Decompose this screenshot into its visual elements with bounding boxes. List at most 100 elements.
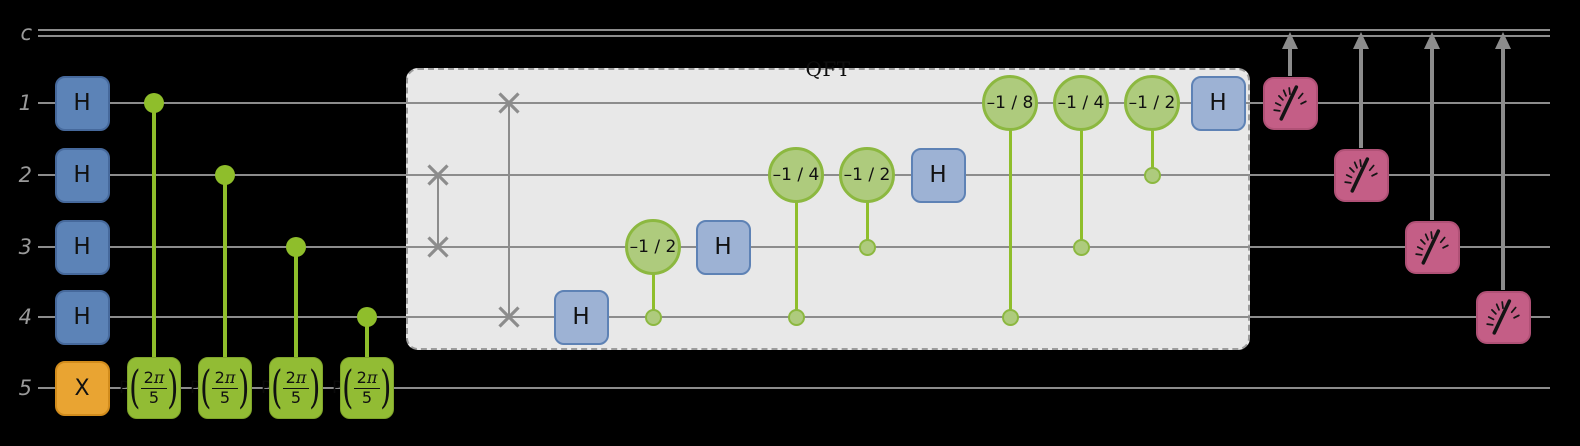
measure-line-3 (1501, 46, 1505, 290)
measure-gate-q2 (1333, 148, 1389, 202)
h-gate-qft-q1: H (1190, 75, 1246, 131)
cphase-circle-0: –1 / 2 (625, 219, 681, 275)
fraction-denominator: 5 (361, 387, 373, 407)
cphase-circle-4: –1 / 4 (1053, 75, 1109, 131)
cphase-control-dot-4 (1072, 238, 1090, 256)
cphase-stem-2 (865, 201, 869, 247)
swap-x-icon-1-1 (496, 304, 522, 330)
cphase-circle-5: –1 / 2 (1124, 75, 1180, 131)
fraction-denominator: 5 (219, 387, 231, 407)
cphase-stem-3 (1008, 129, 1012, 317)
qft-box (406, 68, 1250, 350)
cphase-control-dot-3 (1001, 308, 1019, 326)
pi-symbol: π (295, 367, 307, 387)
fraction-numerator: 2π (282, 367, 310, 389)
measure-line-2 (1430, 46, 1434, 220)
measure-arrow-1 (1353, 32, 1369, 49)
left-paren: ( (271, 362, 283, 414)
qubit-label-5: 5 (18, 376, 32, 400)
h-gate-q3: H (54, 219, 110, 275)
h-gate-q1: H (54, 75, 110, 131)
swap-x-icon-0-0 (425, 162, 451, 188)
cp-stem-1 (223, 175, 227, 388)
measure-arrow-2 (1424, 32, 1440, 49)
cphase-control-dot-0 (644, 308, 662, 326)
fraction-denominator: 5 (148, 387, 160, 407)
cp-control-dot-0 (144, 93, 164, 113)
cp-stem-2 (294, 247, 298, 388)
qubit-wire-3 (38, 246, 1550, 249)
cp-stem-0 (152, 103, 156, 388)
classical-register-label: c (20, 21, 32, 45)
right-paren: ) (238, 362, 250, 414)
swap-x-icon-0-1 (425, 234, 451, 260)
right-paren: ) (167, 362, 179, 414)
h-gate-q2: H (54, 147, 110, 203)
p-gate-letter-3: P (332, 378, 343, 398)
cp-control-dot-2 (286, 237, 306, 257)
x-gate-q5: X (54, 360, 110, 416)
qubit-label-3: 3 (18, 235, 32, 259)
meter-icon (1415, 229, 1449, 265)
fraction-numerator: 2π (211, 367, 239, 389)
cp-control-dot-1 (215, 165, 235, 185)
fraction-numerator: 2π (353, 367, 381, 389)
classical-wire-0 (38, 29, 1550, 32)
measure-arrow-0 (1282, 32, 1298, 49)
measure-arrow-3 (1495, 32, 1511, 49)
swap-connector-1 (508, 103, 511, 317)
h-gate-qft-q4: H (553, 289, 609, 345)
right-paren: ) (309, 362, 321, 414)
qubit-label-4: 4 (18, 305, 32, 329)
fraction-denominator: 5 (290, 387, 302, 407)
left-paren: ( (342, 362, 354, 414)
cphase-circle-3: –1 / 8 (982, 75, 1038, 131)
measure-gate-q3 (1404, 220, 1460, 274)
h-gate-qft-q3: H (695, 219, 751, 275)
qft-label: QFT (805, 57, 851, 81)
qubit-label-1: 1 (18, 91, 32, 115)
measure-gate-q1 (1262, 76, 1318, 130)
swap-connector-0 (437, 175, 440, 247)
cphase-circle-2: –1 / 2 (839, 147, 895, 203)
measure-line-0 (1288, 46, 1292, 76)
left-paren: ( (129, 362, 141, 414)
measure-gate-q4 (1475, 290, 1531, 344)
h-gate-qft-q2: H (910, 147, 966, 203)
cphase-control-dot-1 (787, 308, 805, 326)
pi-symbol: π (224, 367, 236, 387)
classical-wire-1 (38, 35, 1550, 38)
meter-icon (1344, 157, 1378, 193)
qubit-wire-5 (38, 387, 1550, 390)
pi-symbol: π (366, 367, 378, 387)
right-paren: ) (380, 362, 392, 414)
meter-icon (1273, 85, 1307, 121)
p-gate-letter-1: P (190, 378, 201, 398)
cp-control-dot-3 (357, 307, 377, 327)
fraction-numerator: 2π (140, 367, 168, 389)
h-gate-q4: H (54, 289, 110, 345)
cphase-stem-5 (1150, 129, 1154, 175)
cp-stem-3 (365, 317, 369, 388)
p-gate-letter-0: P (119, 378, 130, 398)
measure-line-1 (1359, 46, 1363, 148)
p-gate-letter-2: P (261, 378, 272, 398)
cphase-control-dot-5 (1143, 166, 1161, 184)
swap-x-icon-1-0 (496, 90, 522, 116)
pi-symbol: π (153, 367, 165, 387)
qubit-label-2: 2 (18, 163, 32, 187)
left-paren: ( (200, 362, 212, 414)
meter-icon (1486, 299, 1520, 335)
qubit-wire-1 (38, 102, 1550, 105)
cphase-stem-0 (651, 273, 655, 317)
cphase-control-dot-2 (858, 238, 876, 256)
cphase-circle-1: –1 / 4 (768, 147, 824, 203)
